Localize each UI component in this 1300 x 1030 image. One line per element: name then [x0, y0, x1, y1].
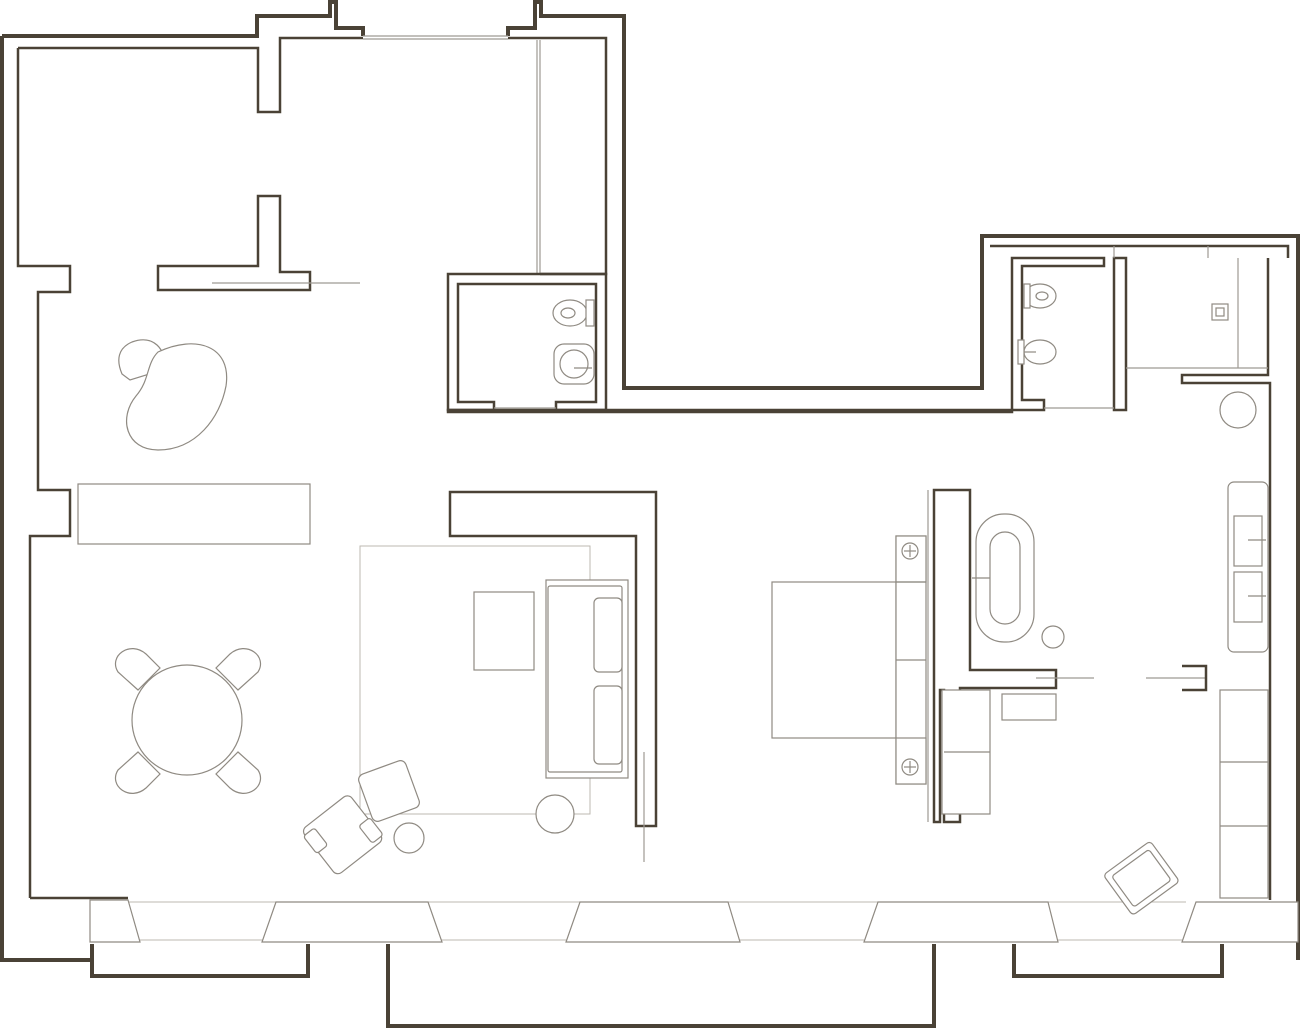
bath-partition	[932, 488, 1058, 824]
closet	[1219, 689, 1269, 899]
living-partition	[448, 490, 658, 828]
wc-2-partition	[1112, 256, 1128, 412]
upper-right-inner	[990, 244, 1290, 258]
dining-table	[131, 664, 243, 776]
study-area	[118, 339, 228, 451]
window-pier	[1181, 901, 1299, 943]
bed-base	[771, 581, 897, 739]
inner-perimeter	[16, 36, 608, 898]
sofa-cushion	[593, 685, 623, 765]
shower-drain	[1215, 307, 1225, 317]
window-pier	[565, 901, 741, 943]
basin-bowl	[559, 349, 589, 379]
window-pier	[261, 901, 443, 943]
wc-fixtures	[552, 283, 1229, 385]
door-jamb	[1182, 664, 1208, 692]
kidney-desk	[126, 343, 228, 451]
toilet-bowl	[560, 307, 576, 319]
side-table	[393, 822, 425, 854]
dining-set	[115, 648, 261, 794]
bathtub-inner	[989, 531, 1021, 625]
balcony-left	[90, 944, 310, 978]
bidet-back	[1017, 339, 1025, 365]
interior-walls	[156, 35, 1268, 862]
balcony-right	[1012, 944, 1224, 978]
lounge-chair[interactable]	[300, 792, 386, 877]
sofa-cushion	[593, 597, 623, 673]
wc-2-walls	[1010, 256, 1106, 412]
toilet-bowl	[1035, 291, 1049, 301]
sink[interactable]	[1233, 571, 1263, 623]
living-area	[300, 545, 629, 877]
exterior-walls	[0, 0, 1300, 962]
left-outer-wall	[0, 36, 90, 962]
balcony-center	[386, 944, 936, 1028]
bench	[1001, 693, 1057, 721]
vanity	[1227, 481, 1269, 653]
wc-1-walls	[446, 272, 608, 412]
window-wall	[30, 896, 1299, 1028]
corridor-wall	[446, 408, 1014, 414]
armchair[interactable]	[1103, 841, 1179, 916]
coffee-table	[473, 591, 535, 671]
dining-chair[interactable]	[115, 751, 161, 794]
toilet-tank	[585, 299, 595, 327]
bedroom-area	[771, 535, 1179, 916]
right-inner-wall	[1180, 258, 1272, 900]
partition-wall	[156, 194, 312, 292]
toilet-tank	[1023, 283, 1031, 309]
round-table	[1219, 391, 1257, 429]
ottoman[interactable]	[357, 759, 421, 823]
window-pier	[863, 901, 1059, 943]
bath-stool	[1041, 625, 1065, 649]
dining-chair[interactable]	[115, 648, 161, 691]
outer-wall	[2, 0, 1300, 390]
sideboard	[77, 483, 311, 545]
bathroom	[972, 391, 1269, 899]
dining-chair[interactable]	[215, 751, 261, 794]
dining-chair[interactable]	[215, 648, 261, 691]
side-table	[535, 794, 575, 834]
pier	[89, 899, 141, 943]
sink[interactable]	[1233, 515, 1263, 567]
